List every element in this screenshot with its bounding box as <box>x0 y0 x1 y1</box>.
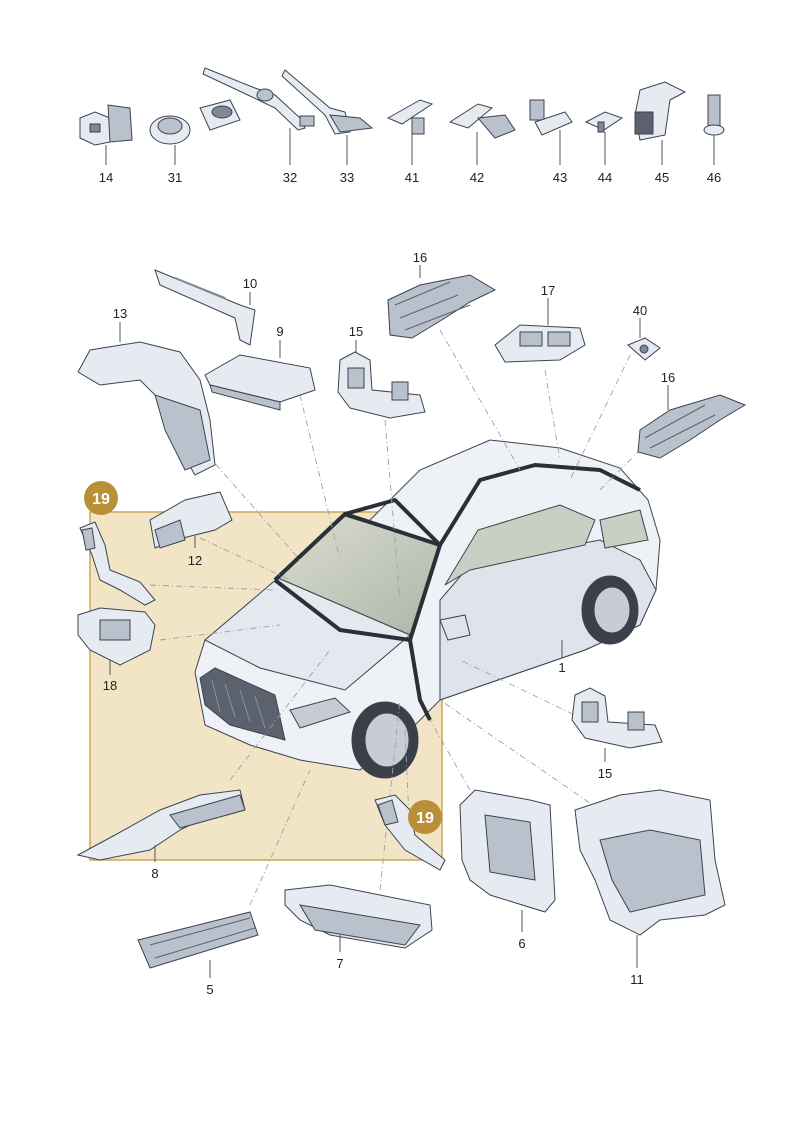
part-19-left <box>79 521 156 606</box>
seal-outline <box>273 463 641 721</box>
callout-32: 32 <box>283 170 297 185</box>
part-18 <box>77 607 156 666</box>
callout-33: 33 <box>340 170 354 185</box>
part-45 <box>634 81 687 141</box>
part-16-top <box>387 274 497 339</box>
part-44 <box>584 111 624 133</box>
part-31 <box>149 99 241 145</box>
part-43 <box>529 99 573 136</box>
callout-11: 11 <box>630 972 644 987</box>
callout-15-top: 15 <box>349 324 363 339</box>
badge-19-left-label: 19 <box>92 491 110 508</box>
part-9 <box>204 354 316 411</box>
part-46 <box>703 94 725 136</box>
callout-7: 7 <box>336 956 343 971</box>
part-41 <box>386 99 434 135</box>
part-42 <box>448 103 516 139</box>
callout-ticks <box>105 128 715 978</box>
callout-15-bottom: 15 <box>598 766 612 781</box>
callout-46: 46 <box>707 170 721 185</box>
badge-19-right: 19 <box>408 800 442 834</box>
callout-5: 5 <box>206 982 213 997</box>
part-32 <box>202 67 315 131</box>
callout-40: 40 <box>633 303 647 318</box>
part-33 <box>281 69 374 135</box>
callout-18: 18 <box>103 678 117 693</box>
part-6 <box>459 789 556 913</box>
part-17 <box>494 324 586 363</box>
part-16-right <box>637 394 747 459</box>
callout-43: 43 <box>553 170 567 185</box>
part-15-top <box>337 351 426 419</box>
callout-6: 6 <box>518 936 525 951</box>
callout-10: 10 <box>243 276 257 291</box>
callout-16-top: 16 <box>413 250 427 265</box>
callout-45: 45 <box>655 170 669 185</box>
part-40 <box>627 337 661 361</box>
callout-17: 17 <box>541 283 555 298</box>
callout-14: 14 <box>99 170 113 185</box>
callout-42: 42 <box>470 170 484 185</box>
part-19-right <box>374 794 446 871</box>
part-5 <box>137 911 259 969</box>
badge-19-left: 19 <box>84 481 118 515</box>
part-12 <box>149 491 233 549</box>
part-15-bottom <box>571 687 663 749</box>
callout-9: 9 <box>276 324 283 339</box>
callout-31: 31 <box>168 170 182 185</box>
part-8 <box>76 789 246 861</box>
callout-13: 13 <box>113 306 127 321</box>
part-14 <box>79 104 133 146</box>
callout-41: 41 <box>405 170 419 185</box>
callout-16-right: 16 <box>661 370 675 385</box>
part-11 <box>574 789 726 936</box>
callout-12: 12 <box>188 553 202 568</box>
part-10 <box>154 269 256 346</box>
badge-19-right-label: 19 <box>416 810 434 827</box>
callout-8: 8 <box>151 866 158 881</box>
part-13 <box>77 341 216 476</box>
vehicle-illustration <box>194 439 661 779</box>
part-7 <box>284 884 433 949</box>
callout-1: 1 <box>558 660 565 675</box>
callout-44: 44 <box>598 170 612 185</box>
